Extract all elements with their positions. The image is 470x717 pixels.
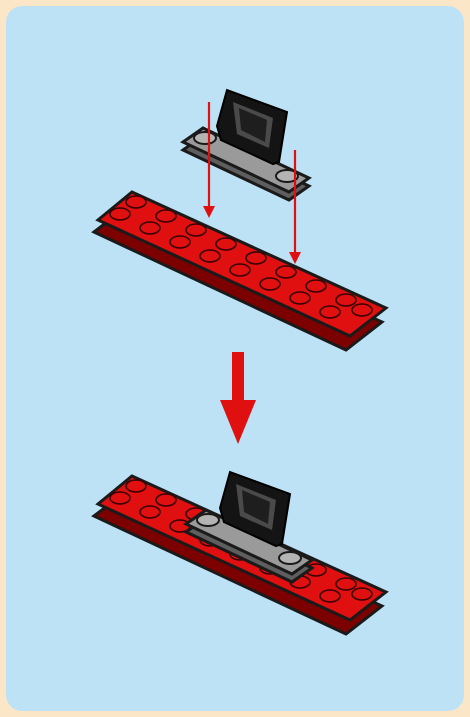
bracket-before xyxy=(183,90,309,200)
red-plate-before xyxy=(94,192,386,350)
down-arrow-icon xyxy=(220,352,256,444)
